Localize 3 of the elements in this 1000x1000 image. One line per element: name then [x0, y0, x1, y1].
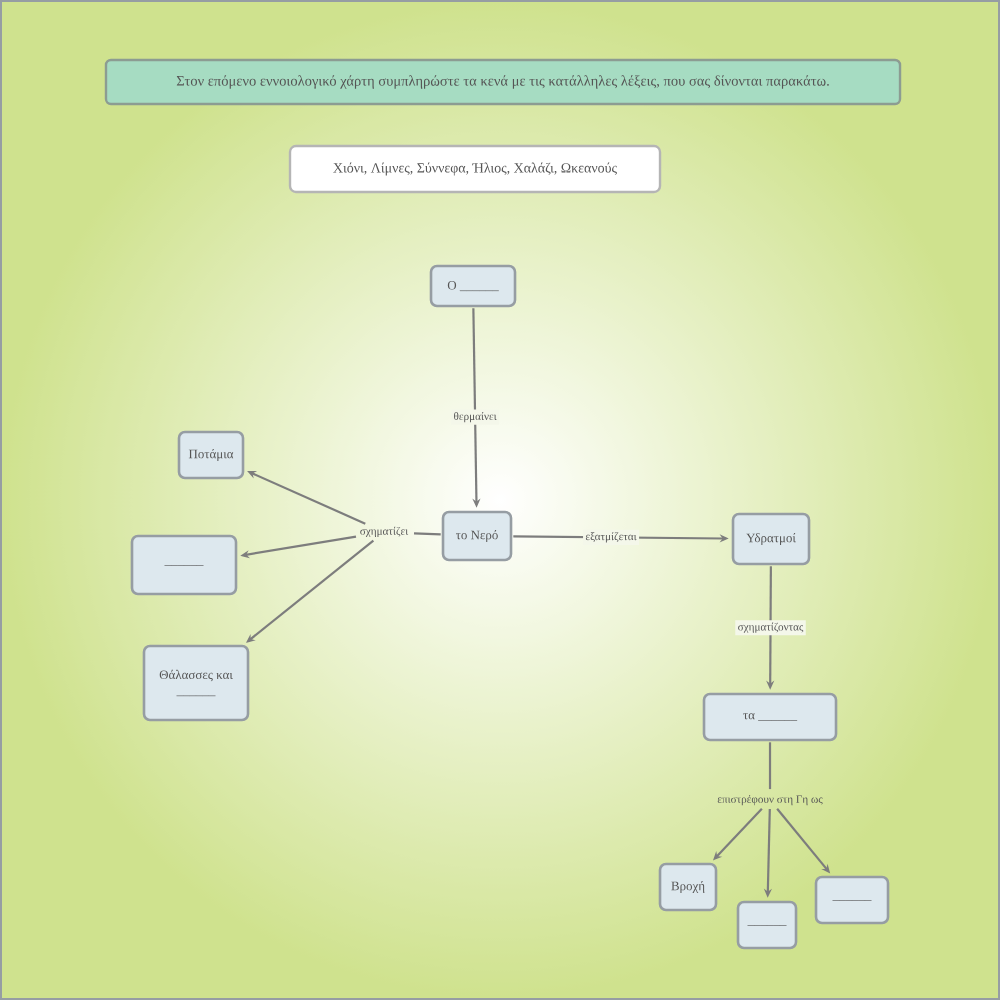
arrow — [246, 539, 375, 643]
connector-line — [768, 742, 772, 790]
connector-line — [413, 532, 441, 536]
